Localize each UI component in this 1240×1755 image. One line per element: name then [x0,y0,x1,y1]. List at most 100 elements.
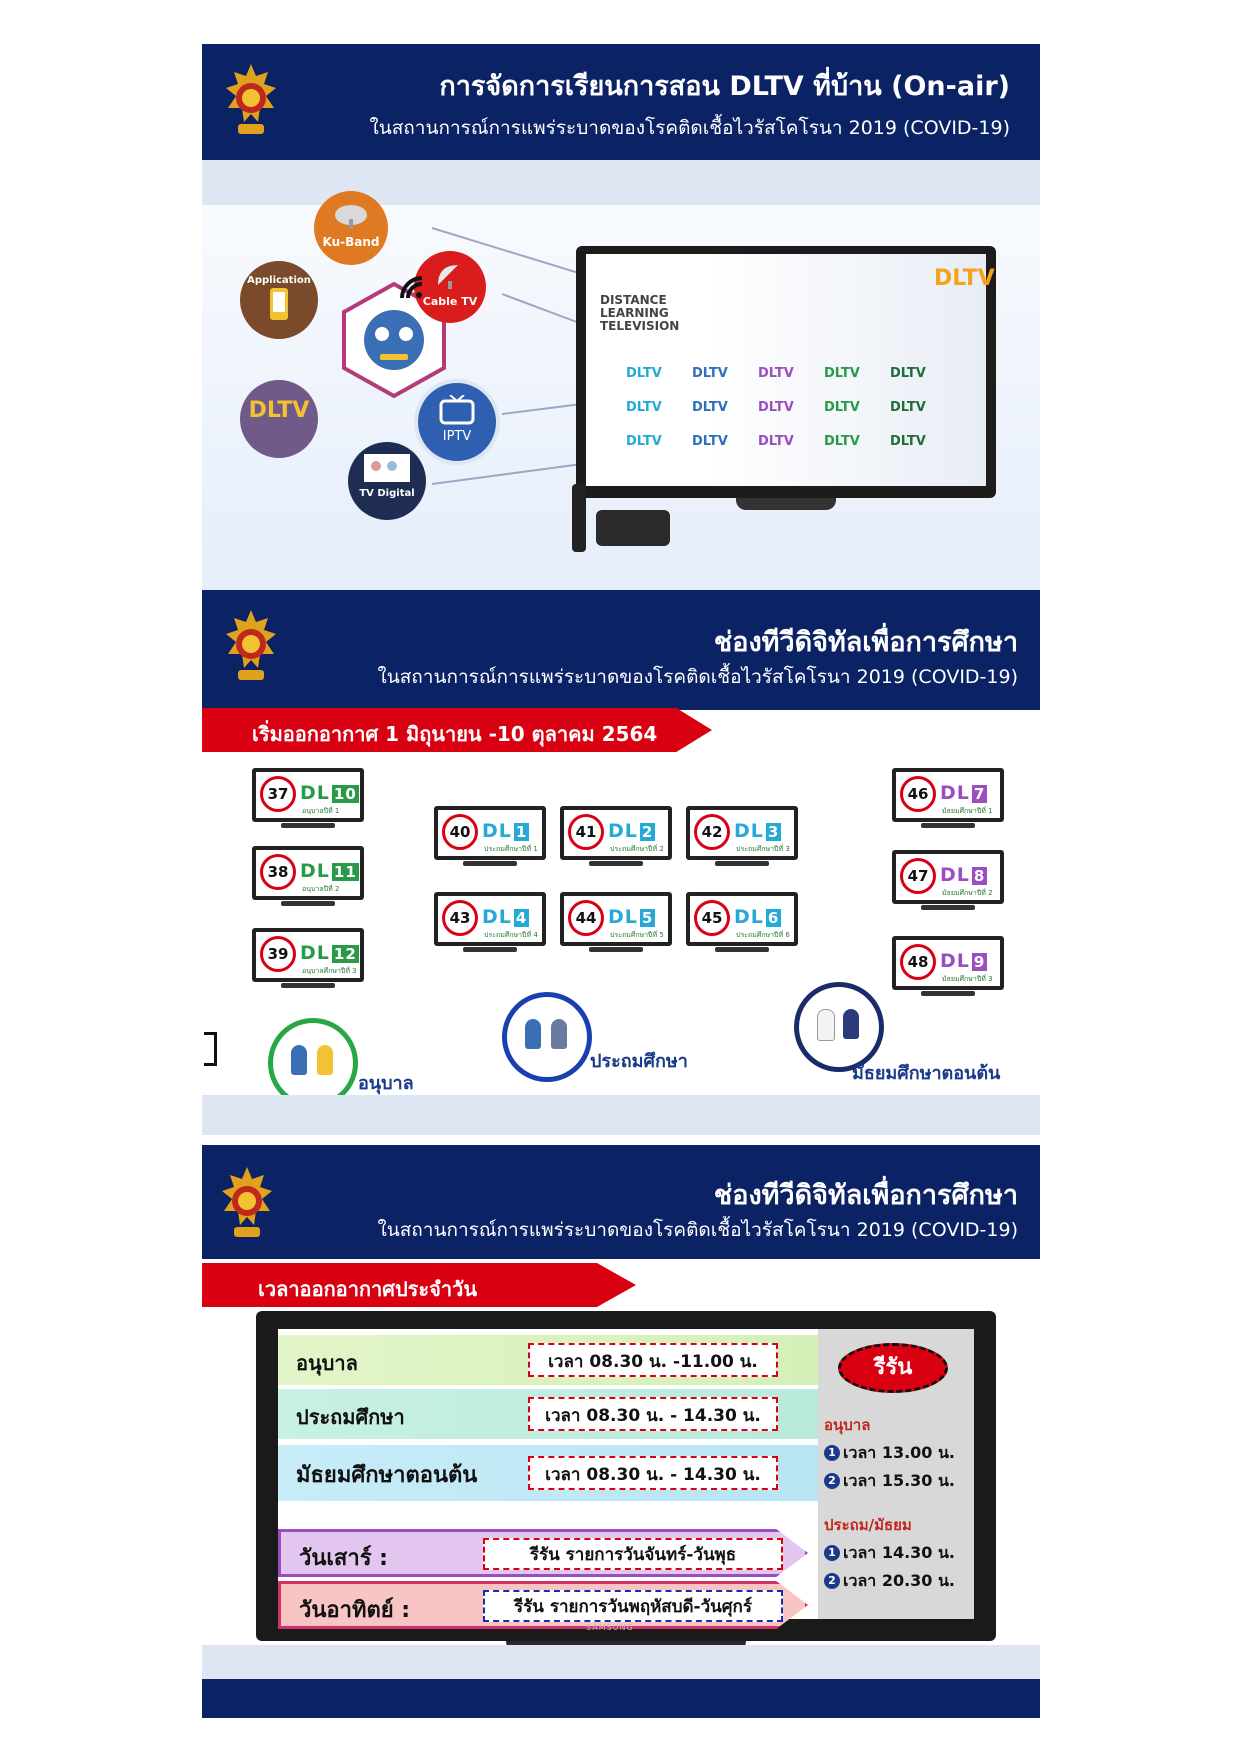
child-icon [817,1009,835,1041]
tv-stand [281,983,335,988]
rerun-kinder-label: อนุบาล [824,1416,871,1434]
screen-channel-logo: DLTV [626,400,662,415]
satellite-dish-icon [335,205,367,229]
tv-icon [439,394,475,425]
wifi-icon [400,276,423,299]
schedule-row-secondary: มัธยมศึกษาตอนต้น เวลา 08.30 น. - 14.30 น… [278,1445,818,1501]
channel-grade: มัธยมศึกษาปีที่ 1 [942,807,993,815]
hub-tv-digital: TV Digital [348,442,426,520]
channel-grade: มัธยมศึกษาปีที่ 3 [942,975,993,983]
schedule-row-sunday: วันอาทิตย์ : รีรัน รายการวันพฤหัสบดี-วัน… [278,1581,808,1629]
screen-channel-logo: DLTV [824,366,860,381]
channel-badge: 5 [639,909,656,927]
channel-badge: 1 [513,823,530,841]
secondary-circle [794,982,884,1072]
channel-badge: 3 [765,823,782,841]
tv-stand [736,498,836,510]
schedule-heading-banner: เวลาออกอากาศประจำวัน [202,1263,636,1307]
bullet-2: 2 [824,1473,840,1489]
panel-broadcast-schedule: ช่องทีวีดิจิทัลเพื่อการศึกษา ในสถานการณ์… [202,1135,1040,1718]
screen-channel-logo: DLTV [824,434,860,449]
channel-grade: ประถมศึกษาปีที่ 6 [736,931,790,939]
channel-grade: ประถมศึกษาปีที่ 5 [610,931,664,939]
screen-dltv-logo: DLTV [934,266,995,291]
panel3-stripe [202,1645,1040,1679]
panel1-title: การจัดการเรียนการสอน DLTV ที่บ้าน (On-ai… [439,71,1010,102]
panel3-title: ช่องทีวีดิจิทัลเพื่อการศึกษา [713,1180,1018,1211]
schedule-heading-text: เวลาออกอากาศประจำวัน [258,1277,477,1301]
rerun-box: รีรัน รายการวันจันทร์-วันพุธ [483,1538,783,1570]
kinder-label: อนุบาล [358,1073,414,1094]
set-top-box-icon [596,510,670,546]
air-dates-text: เริ่มออกอากาศ 1 มิถุนายน -10 ตุลาคม 2564 [252,722,658,746]
panel1-banner: การจัดการเรียนการสอน DLTV ที่บ้าน (On-ai… [202,44,1040,160]
satellite-antenna-icon [438,265,458,289]
channel-badge: 7 [971,785,988,803]
screen-channel-logo: DLTV [692,366,728,381]
screen-channel-logo: DLTV [890,400,926,415]
time-box: เวลา 08.30 น. - 14.30 น. [528,1456,778,1490]
tv-stand [463,861,517,866]
channel-grade: อนุบาลศึกษาปีที่ 3 [302,967,357,975]
bracket-mark [204,1032,217,1066]
child-icon [843,1009,859,1039]
channel-grade: มัธยมศึกษาปีที่ 2 [942,889,993,897]
channel-number: 44 [568,900,604,936]
tv-stand [921,905,975,910]
tv-stand [589,947,643,952]
schedule-row-saturday: วันเสาร์ : รีรัน รายการวันจันทร์-วันพุธ [278,1529,808,1577]
digital-tv-icon [364,454,410,482]
air-dates-banner: เริ่มออกอากาศ 1 มิถุนายน -10 ตุลาคม 2564 [202,708,712,752]
schedule-row-primary: ประถมศึกษา เวลา 08.30 น. - 14.30 น. [278,1389,818,1439]
tv-stand [463,947,517,952]
panel2-subtitle: ในสถานการณ์การแพร่ระบาดของโรคติดเชื้อไวร… [377,666,1018,688]
panel-education-channels: ช่องทีวีดิจิทัลเพื่อการศึกษา ในสถานการณ์… [202,590,1040,1135]
channel-badge: 11 [331,863,359,881]
hub-dltv-logo: DLTV [240,380,318,458]
schedule-tv: อนุบาล เวลา 08.30 น. -11.00 น. ประถมศึกษ… [256,1311,996,1655]
hub-iptv: IPTV [414,379,500,465]
hub-application: Application [240,261,318,339]
channel-number: 47 [900,858,936,894]
child-icon [317,1045,333,1075]
channel-grade: ประถมศึกษาปีที่ 4 [484,931,538,939]
channel-badge: 4 [513,909,530,927]
primary-circle [502,992,592,1082]
screen-channel-logo: DLTV [692,400,728,415]
screen-channel-logo: DLTV [758,366,794,381]
channel-number: 45 [694,900,730,936]
channel-number: 37 [260,776,296,812]
channel-number: 38 [260,854,296,890]
channel-badge: 9 [971,953,988,971]
secondary-label: มัธยมศึกษาตอนต้น [852,1063,1001,1084]
tv-stand [589,861,643,866]
schedule-screen: อนุบาล เวลา 08.30 น. -11.00 น. ประถมศึกษ… [278,1329,974,1629]
primary-label: ประถมศึกษา [590,1051,688,1072]
tv-brand-label: SAMSUNG [586,1623,634,1632]
tv-stand [281,823,335,828]
phone-app-icon [270,288,288,320]
screen-channel-logo: DLTV [890,434,926,449]
panel2-bottom-stripe [202,1095,1040,1135]
tv-stand [715,861,769,866]
ministry-emblem-icon [226,610,276,680]
panel2-banner: ช่องทีวีดิจิทัลเพื่อการศึกษา ในสถานการณ์… [202,590,1040,710]
